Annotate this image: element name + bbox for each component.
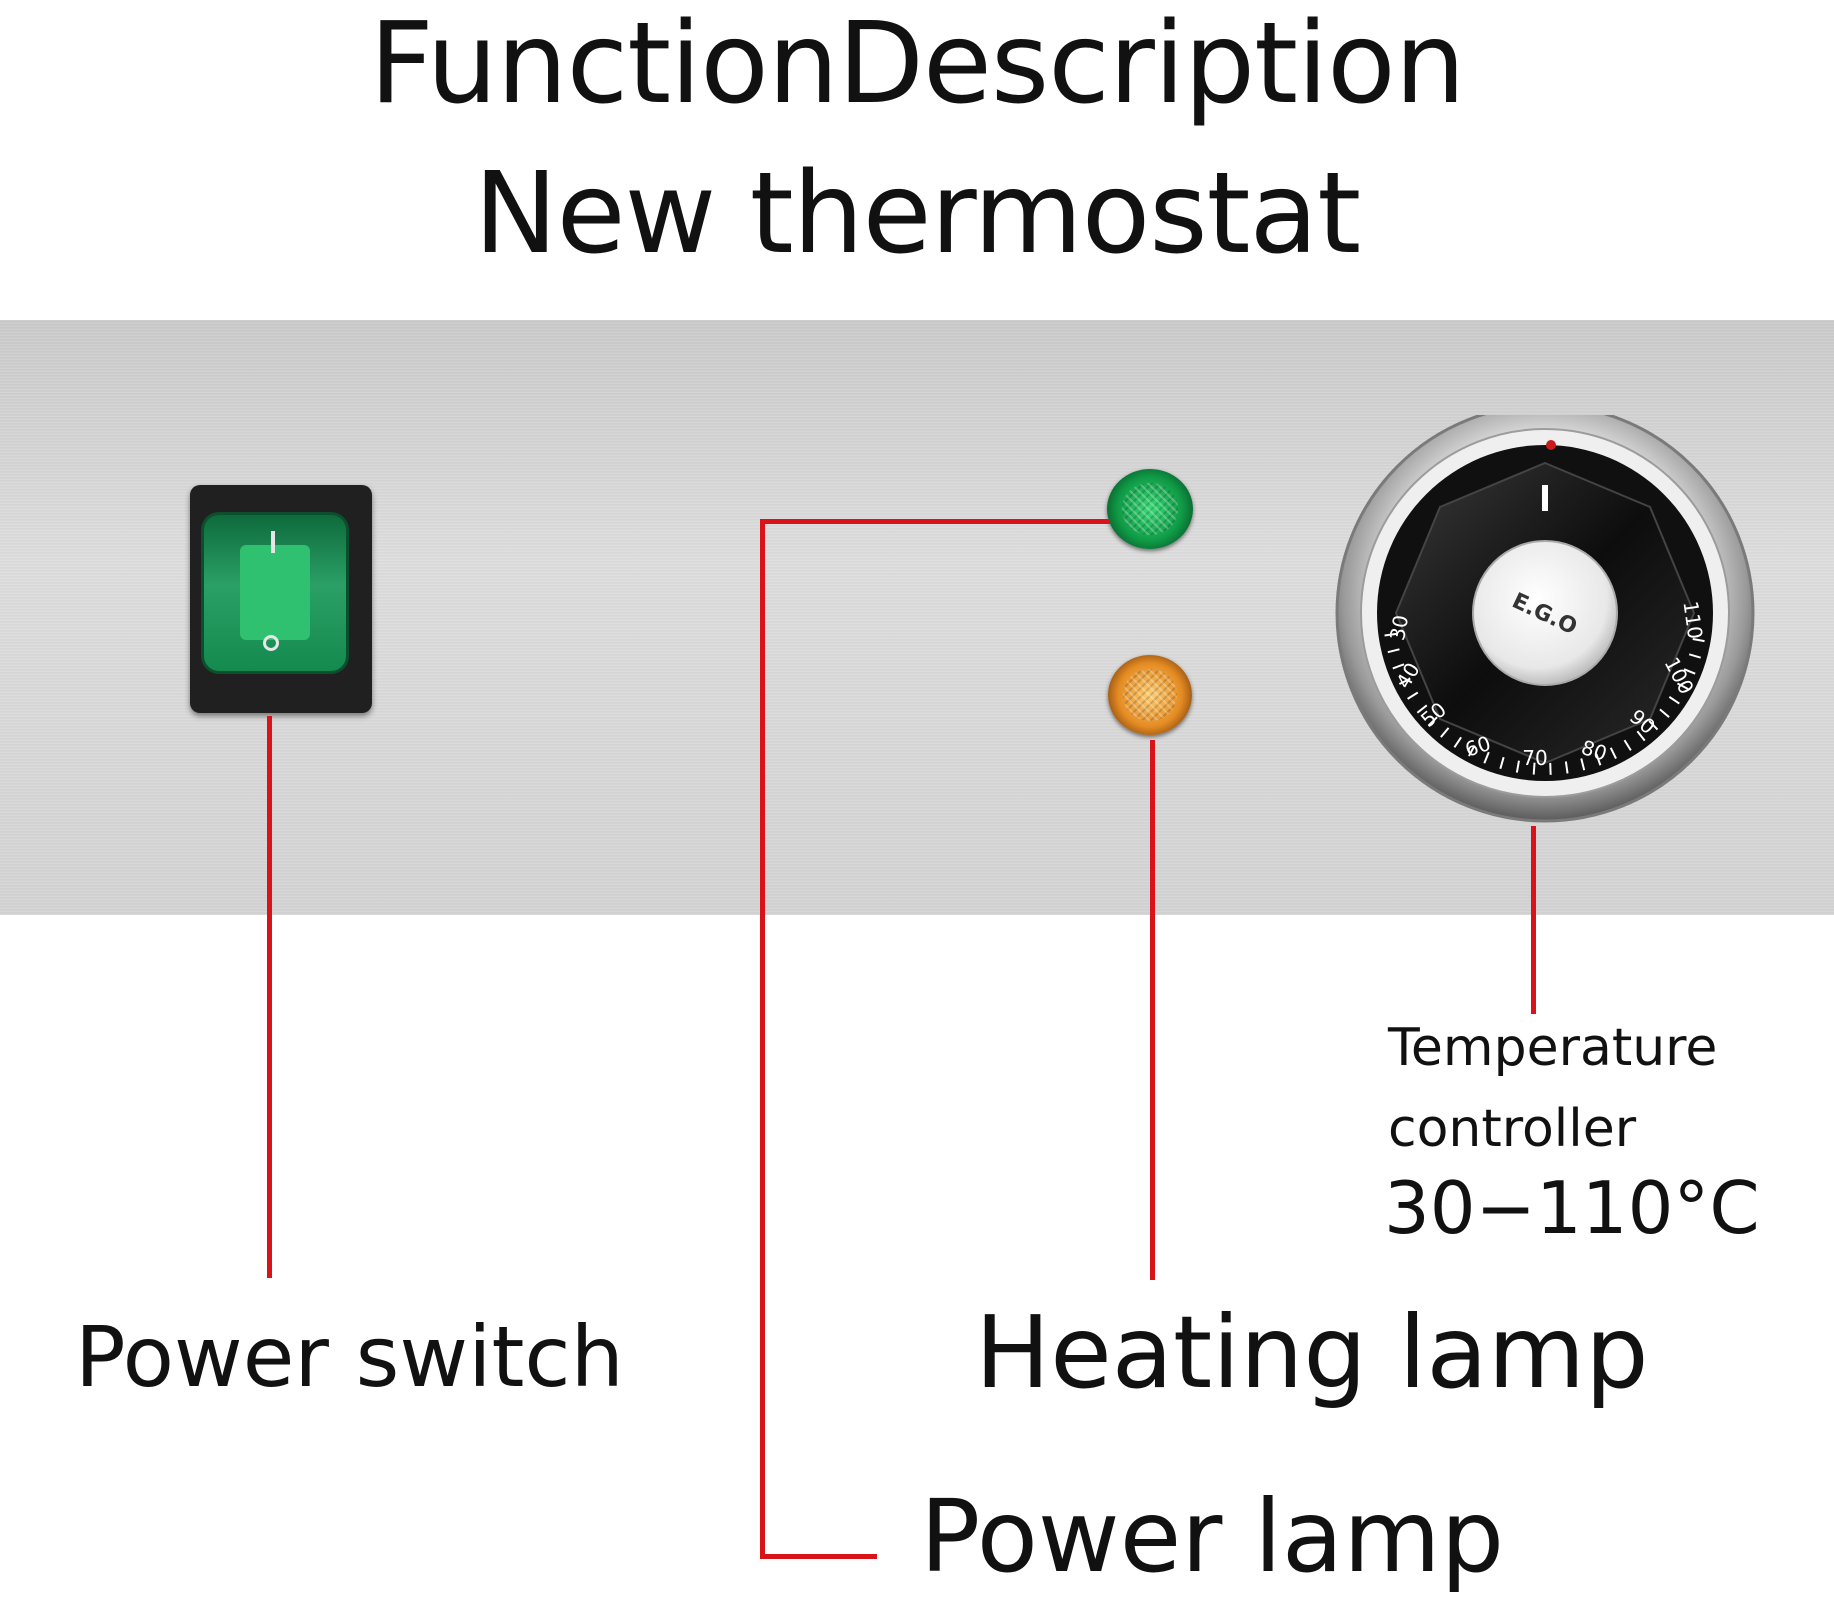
dial-tick (1407, 691, 1419, 700)
temperature-controller-label-line1: Temperature (1388, 1018, 1718, 1078)
dial-tick (1499, 756, 1505, 770)
dial-tick (1688, 653, 1702, 659)
power-switch-label: Power switch (75, 1308, 624, 1406)
heating-lamp-leader-line (1150, 740, 1155, 1280)
dial-tick (1623, 739, 1632, 751)
dial-tick (1668, 696, 1680, 705)
dial-tick (1683, 668, 1696, 675)
dial-tick (1595, 753, 1602, 766)
dial-tick (1416, 704, 1428, 714)
title-line-2: New thermostat (473, 149, 1361, 279)
dial-tick (1532, 762, 1536, 775)
dial-tick (1483, 751, 1490, 764)
dial-tick (1392, 663, 1405, 670)
dial-tick (1427, 716, 1438, 727)
power-lamp-icon (1107, 469, 1193, 549)
dial-tick (1398, 677, 1411, 685)
temperature-controller-leader-line (1531, 826, 1536, 1014)
off-mark-icon (263, 635, 279, 651)
dial-tick (1515, 760, 1520, 773)
dial-tick (1609, 747, 1617, 760)
dial-tick (1440, 727, 1450, 738)
dial-tick (1636, 730, 1646, 742)
power-lamp-label: Power lamp (920, 1478, 1505, 1595)
scale-label: 110 (1678, 599, 1707, 640)
on-mark-icon (271, 531, 275, 553)
heating-lamp-icon (1108, 655, 1192, 735)
dial-tick (1564, 761, 1569, 774)
dial-tick (1468, 744, 1476, 757)
dial-tick (1387, 648, 1400, 654)
dial-tick (1676, 682, 1689, 690)
dial-tick (1648, 720, 1659, 731)
power-switch-leader-line (267, 716, 272, 1278)
power-lamp-leader-h-top (760, 519, 1110, 524)
dial-tick (1384, 632, 1397, 637)
dial-tick (1659, 708, 1670, 718)
power-lamp-leader-h-bottom (760, 1554, 877, 1559)
heating-lamp-label: Heating lamp (975, 1294, 1649, 1411)
dial-tick (1453, 736, 1462, 748)
temperature-controller-label-line2: controller (1388, 1099, 1637, 1159)
title-line-1: FunctionDescription (369, 0, 1465, 129)
scale-label: 30 (1385, 613, 1413, 642)
dial-tick (1692, 638, 1705, 643)
dial-tick (1580, 758, 1586, 771)
temperature-dial-icon[interactable]: 30 40 50 60 70 80 90 100 110 E.G.O (1330, 415, 1760, 845)
temperature-range-label: 30−110°C (1384, 1166, 1760, 1250)
power-lamp-leader-vertical (760, 519, 765, 1559)
power-switch-pad (240, 545, 310, 640)
